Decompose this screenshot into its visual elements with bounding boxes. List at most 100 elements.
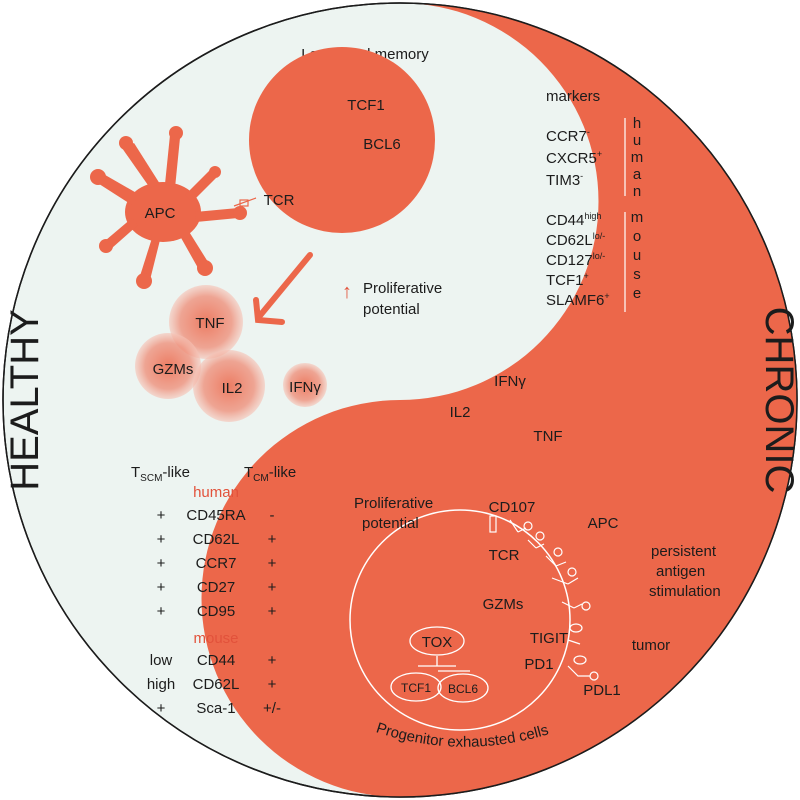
human-rows: +CD45RA-+CD62L++CCR7++CD27++CD95+ bbox=[157, 507, 277, 620]
vertical-letter: u bbox=[633, 132, 641, 149]
marker-item: SLAMF6+ bbox=[546, 291, 610, 309]
tscm-like-header: TSCM-like bbox=[131, 464, 190, 484]
marker-item: TIM3- bbox=[546, 171, 583, 189]
tumor-label: tumor bbox=[632, 637, 670, 654]
il2-blob bbox=[193, 350, 265, 422]
row-left-value: + bbox=[157, 603, 166, 620]
vertical-letter: a bbox=[633, 166, 642, 183]
table-row: + CD27 + bbox=[157, 579, 277, 596]
persistent-line3: stimulation bbox=[649, 583, 721, 600]
row-marker: CD27 bbox=[197, 579, 235, 596]
persistent-line2: antigen bbox=[656, 563, 705, 580]
row-marker: CD44 bbox=[197, 652, 235, 669]
healthy-marker-table: TSCM-like TCM-like human +CD45RA-+CD62L+… bbox=[131, 464, 296, 717]
chronic-bcl6-oval bbox=[437, 673, 489, 703]
table-row: + CCR7 + bbox=[157, 555, 277, 572]
chronic-half bbox=[201, 3, 797, 797]
chronic-il2-label: IL2 bbox=[450, 404, 471, 421]
tcr-receptor-icons bbox=[509, 519, 591, 611]
tox-oval bbox=[409, 626, 465, 656]
row-right-value: + bbox=[268, 555, 277, 572]
tcm-like-header: TCM-like bbox=[244, 464, 296, 484]
gzms-label: GZMs bbox=[153, 361, 194, 378]
marker-item: TCF1+ bbox=[546, 271, 589, 289]
row-right-value: +/- bbox=[263, 700, 281, 717]
row-left-value: high bbox=[147, 676, 175, 693]
gzms-blob bbox=[135, 333, 201, 399]
row-marker: CD95 bbox=[197, 603, 235, 620]
row-left-value: + bbox=[157, 579, 166, 596]
vertical-letter: h bbox=[633, 115, 641, 132]
apc-label: APC bbox=[145, 205, 176, 222]
chronic-tcf1-label: TCF1 bbox=[401, 681, 431, 695]
chronic-tcr-label: TCR bbox=[489, 547, 520, 564]
chronic-proliferative-line1: Proliferative bbox=[354, 495, 433, 512]
tigit-label: TIGIT bbox=[530, 630, 568, 647]
table-row: +CD45RA- bbox=[157, 507, 275, 524]
markers-title: markers bbox=[546, 88, 600, 105]
vertical-letter: o bbox=[633, 228, 641, 245]
mouse-vertical-label: mouse bbox=[631, 209, 644, 302]
vertical-letter: s bbox=[633, 266, 641, 283]
cd107-receptor-icon bbox=[489, 515, 497, 533]
row-left-value: + bbox=[157, 555, 166, 572]
marker-item: CD62Llo/- bbox=[546, 231, 605, 249]
row-right-value: + bbox=[268, 603, 277, 620]
chronic-human-markers: CCR7- CXCR5+ TIM3- bbox=[546, 127, 602, 189]
row-marker: CD45RA bbox=[186, 507, 245, 524]
row-right-value: + bbox=[268, 676, 277, 693]
vertical-letter: u bbox=[633, 247, 641, 264]
memory-tcf1-label: TCF1 bbox=[347, 97, 385, 114]
row-marker: Sca-1 bbox=[196, 700, 235, 717]
ifng-label: IFNγ bbox=[289, 379, 321, 396]
chronic-bcl6-label: BCL6 bbox=[448, 682, 478, 696]
chronic-gzms-label: GZMs bbox=[483, 596, 524, 613]
row-right-value: + bbox=[268, 531, 277, 548]
differentiation-arrow-icon bbox=[253, 252, 313, 325]
cd107-label: CD107 bbox=[489, 499, 536, 516]
apc-cell-icon bbox=[90, 126, 247, 289]
row-left-value: + bbox=[157, 507, 166, 524]
row-marker: CCR7 bbox=[196, 555, 237, 572]
marker-item: CXCR5+ bbox=[546, 149, 602, 167]
vertical-letter: m bbox=[631, 209, 644, 226]
row-marker: CD62L bbox=[193, 531, 240, 548]
exhausted-cell bbox=[349, 509, 571, 731]
memory-cell bbox=[249, 47, 435, 233]
healthy-proliferative-line1: Proliferative bbox=[363, 280, 442, 297]
tox-inhibition-icon bbox=[418, 656, 456, 667]
table-row: + CD95 + bbox=[157, 603, 277, 620]
chronic-ifng-label: IFNγ bbox=[494, 373, 526, 390]
pdl1-label: PDL1 bbox=[583, 682, 621, 699]
human-title: human bbox=[193, 484, 239, 501]
marker-item: CD44high bbox=[546, 211, 601, 229]
table-row: + Sca-1 +/- bbox=[157, 700, 281, 717]
vertical-letter: e bbox=[633, 285, 641, 302]
persistent-line1: persistent bbox=[651, 543, 717, 560]
chronic-apc-label: APC bbox=[588, 515, 619, 532]
row-right-value: + bbox=[268, 579, 277, 596]
memory-tcr-label: TCR bbox=[264, 192, 295, 209]
vertical-letter: n bbox=[633, 183, 641, 200]
chronic-tcf1-oval bbox=[390, 672, 442, 702]
row-left-value: + bbox=[157, 700, 166, 717]
marker-item: CCR7- bbox=[546, 127, 590, 145]
checkpoint-receptor-icons bbox=[567, 623, 599, 681]
vertical-letter: m bbox=[631, 149, 644, 166]
mouse-title: mouse bbox=[193, 630, 238, 647]
tnf-label: TNF bbox=[195, 315, 224, 332]
chronic-proliferative-line2: potential bbox=[362, 515, 419, 532]
table-row: + CD62L + bbox=[157, 531, 277, 548]
row-left-value: + bbox=[157, 531, 166, 548]
pd1-label: PD1 bbox=[524, 656, 553, 673]
ifng-blob bbox=[283, 363, 327, 407]
chronic-side-label: CHRONIC bbox=[757, 307, 800, 494]
memory-bcl6-label: BCL6 bbox=[363, 136, 401, 153]
marker-item: CD127lo/- bbox=[546, 251, 605, 269]
chronic-tnf-label: TNF bbox=[533, 428, 562, 445]
